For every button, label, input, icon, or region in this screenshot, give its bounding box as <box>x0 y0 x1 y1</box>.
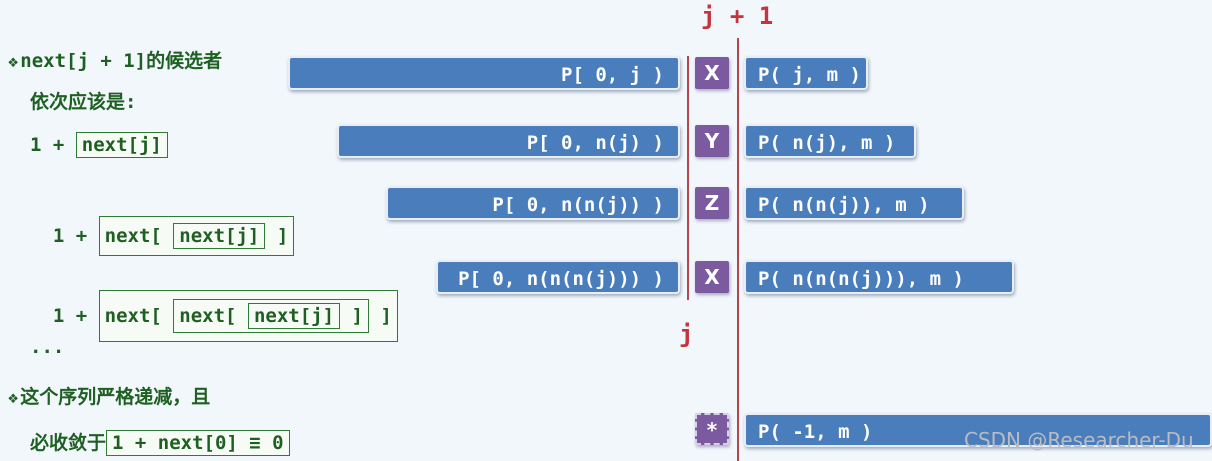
candidate-1-box: next[j] <box>75 132 168 158</box>
candidate-1: 1 + next[j] <box>30 132 168 158</box>
candidate-2-inner-box: next[j] <box>173 223 266 249</box>
suffix-bar-row-2: P( n(j), m ) <box>744 124 916 158</box>
line-j-plus-1 <box>737 38 739 461</box>
suffix-bar-row-4: P( n(n(n(j))), m ) <box>744 260 1014 294</box>
candidate-3: 1 + next[ next[ next[j] ] ] <box>30 268 398 342</box>
suffix-bar-last: P( -1, m ) <box>744 413 1212 447</box>
conclusion-box: 1 + next[0] ≡ 0 <box>106 430 290 456</box>
watermark: CSDN @Researcher-Du <box>964 428 1194 452</box>
subheading: 依次应该是: <box>30 91 137 113</box>
tag-wildcard: * <box>695 413 729 445</box>
candidate-2-outer-box: next[ next[j] ] <box>98 216 295 256</box>
tag-row-2: Y <box>695 125 729 157</box>
candidate-3-middle-box: next[ next[j] ] <box>173 299 369 333</box>
candidate-3-outer-box: next[ next[ next[j] ] ] <box>98 290 398 342</box>
label-j-plus-1: j + 1 <box>701 2 774 30</box>
tag-row-3: Z <box>695 187 729 219</box>
tag-row-1: X <box>695 57 729 89</box>
line-j <box>687 56 689 300</box>
heading2-text: 这个序列严格递减，且 <box>20 386 211 408</box>
prefix-bar-row-2: P[ 0, n(j) ) <box>337 124 680 158</box>
ellipsis: ... <box>30 336 65 358</box>
label-j: j <box>679 320 694 348</box>
diamond-bullet-icon: ❖ <box>8 388 19 408</box>
heading-decreasing: ❖这个序列严格递减，且 <box>8 382 210 409</box>
heading-text: next[j + 1]的候选者 <box>20 50 223 72</box>
heading-candidates: ❖next[j + 1]的候选者 <box>8 46 222 73</box>
candidate-2: 1 + next[ next[j] ] <box>30 194 295 256</box>
prefix-bar-row-4: P[ 0, n(n(n(j))) ) <box>436 260 680 294</box>
tag-row-4: X <box>695 261 729 293</box>
prefix-bar-row-3: P[ 0, n(n(j)) ) <box>386 186 680 220</box>
diamond-bullet-icon: ❖ <box>8 52 19 72</box>
prefix-bar-row-1: P[ 0, j ) <box>288 56 680 90</box>
suffix-bar-row-1: P( j, m ) <box>744 56 868 90</box>
suffix-bar-row-3: P( n(n(j)), m ) <box>744 186 964 220</box>
candidate-3-inner-box: next[j] <box>247 303 341 329</box>
